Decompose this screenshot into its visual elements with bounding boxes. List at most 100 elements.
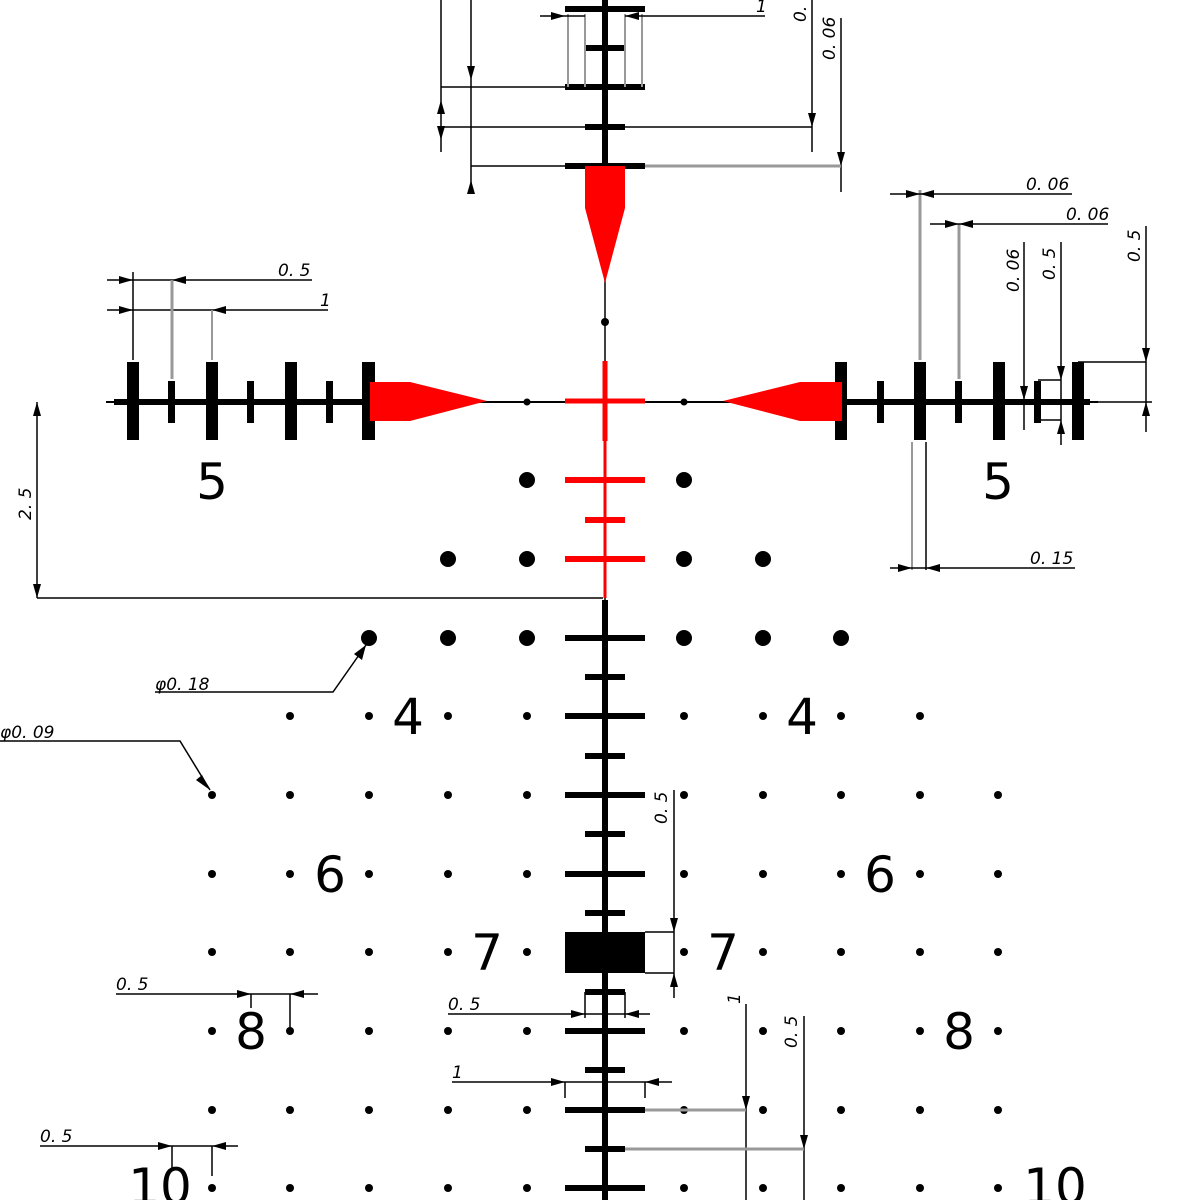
holdover-dot (286, 1027, 294, 1035)
holdover-dot (519, 630, 535, 646)
holdover-dot (916, 1106, 924, 1114)
hold-number-10-right: 10 (1023, 1158, 1087, 1200)
holdover-dot (916, 712, 924, 720)
holdover-dot (680, 712, 688, 720)
holdover-dot (837, 1184, 845, 1192)
dim-top-1: 1 (756, 0, 767, 17)
holdover-dot (523, 948, 531, 956)
hold-number-8-right: 8 (943, 1003, 975, 1061)
holdover-dot (523, 870, 531, 878)
hold-number-8-left: 8 (235, 1003, 267, 1061)
red-pointer-right (723, 382, 842, 421)
seven-hold-block (565, 932, 645, 973)
holdover-dot (286, 791, 294, 799)
holdover-dot (837, 791, 845, 799)
left-windage-ticks (127, 362, 375, 440)
h-dot-right (680, 398, 688, 406)
holdover-dot (680, 870, 688, 878)
dimension-labels: 1 0. 0. 06 0. 06 0. 06 0. 06 0. 5 0. 5 0… (0, 0, 1145, 1147)
holdover-dot (759, 1184, 767, 1192)
dim-left-25: 2. 5 (16, 488, 36, 520)
illuminated-center (370, 166, 842, 598)
holdover-dot (916, 1184, 924, 1192)
holdover-dot (444, 870, 452, 878)
holdover-dot (519, 551, 535, 567)
holdover-dot (916, 948, 924, 956)
holdover-dot (837, 870, 845, 878)
hold-number-4-right: 4 (786, 688, 818, 746)
hold-number-5-right: 5 (982, 453, 1014, 511)
holdover-dot (994, 948, 1002, 956)
holdover-numbers: 5 5 4 4 6 6 7 7 8 8 10 10 (128, 453, 1087, 1200)
holdover-dot (440, 630, 456, 646)
holdover-dot (365, 791, 373, 799)
holdover-dot (523, 791, 531, 799)
horizontal-crosshair (106, 362, 1098, 440)
holdover-dot (365, 1106, 373, 1114)
holdover-dot (759, 1027, 767, 1035)
holdover-dot (444, 1106, 452, 1114)
holdover-dot (444, 1027, 452, 1035)
holdover-dot (680, 948, 688, 956)
holdover-dot (523, 712, 531, 720)
dim-mid-05: 0. 5 (652, 792, 672, 824)
hold-number-6-right: 6 (864, 846, 896, 904)
top-elevation-ticks (565, 6, 645, 169)
holdover-dot (523, 1027, 531, 1035)
holdover-dot (208, 870, 216, 878)
dim-dot-009: φ0. 09 (0, 723, 54, 743)
holdover-dot (759, 948, 767, 956)
holdover-dot (286, 1106, 294, 1114)
holdover-dot (676, 630, 692, 646)
holdover-dot (365, 870, 373, 878)
holdover-dot (755, 630, 771, 646)
holdover-dot (680, 791, 688, 799)
dim-low-right-1: 1 (725, 993, 745, 1004)
holdover-dot (680, 1184, 688, 1192)
holdover-dot (523, 1184, 531, 1192)
holdover-dot (365, 712, 373, 720)
dim-low-left-05: 0. 5 (116, 975, 148, 995)
holdover-dot (440, 551, 456, 567)
dim-left-05: 0. 5 (278, 261, 310, 281)
holdover-dot (286, 948, 294, 956)
holdover-dot (994, 1184, 1002, 1192)
holdover-dot (286, 870, 294, 878)
holdover-dot (994, 1106, 1002, 1114)
holdover-dot (759, 870, 767, 878)
holdover-dot (676, 551, 692, 567)
holdover-dot (523, 1106, 531, 1114)
center-dot (601, 318, 609, 326)
holdover-dot (837, 948, 845, 956)
dim-top-clipped: 0. (791, 6, 811, 22)
hold-number-7-left: 7 (471, 924, 503, 982)
holdover-dot (361, 630, 377, 646)
holdover-dot (208, 948, 216, 956)
holdover-dot (755, 551, 771, 567)
holdover-dot (837, 1106, 845, 1114)
holdover-dot (994, 870, 1002, 878)
holdover-dot (286, 1184, 294, 1192)
dim-low-right-05: 0. 5 (782, 1016, 802, 1048)
dim-bottom-left-05: 0. 5 (40, 1127, 72, 1147)
holdover-dot (759, 712, 767, 720)
dim-right-006-a: 0. 06 (1026, 175, 1069, 195)
hold-number-6-left: 6 (314, 846, 346, 904)
dim-low-center-05: 0. 5 (448, 995, 480, 1015)
bottom-elevation-ticks (565, 635, 645, 1191)
holdover-dot (759, 1106, 767, 1114)
dim-dot-018: φ0. 18 (155, 675, 210, 695)
holdover-dot (759, 791, 767, 799)
holdover-dot (916, 1027, 924, 1035)
hold-number-4-left: 4 (392, 688, 424, 746)
dim-left-1: 1 (320, 291, 331, 311)
hold-number-7-right: 7 (707, 924, 739, 982)
hold-number-5-left: 5 (196, 453, 228, 511)
holdover-dot (444, 712, 452, 720)
holdover-dot (444, 791, 452, 799)
holdover-dot (916, 870, 924, 878)
dim-right-006-c: 0. 06 (1004, 249, 1024, 292)
top-guide-lines (567, 14, 643, 87)
right-windage-ticks (835, 362, 1084, 440)
